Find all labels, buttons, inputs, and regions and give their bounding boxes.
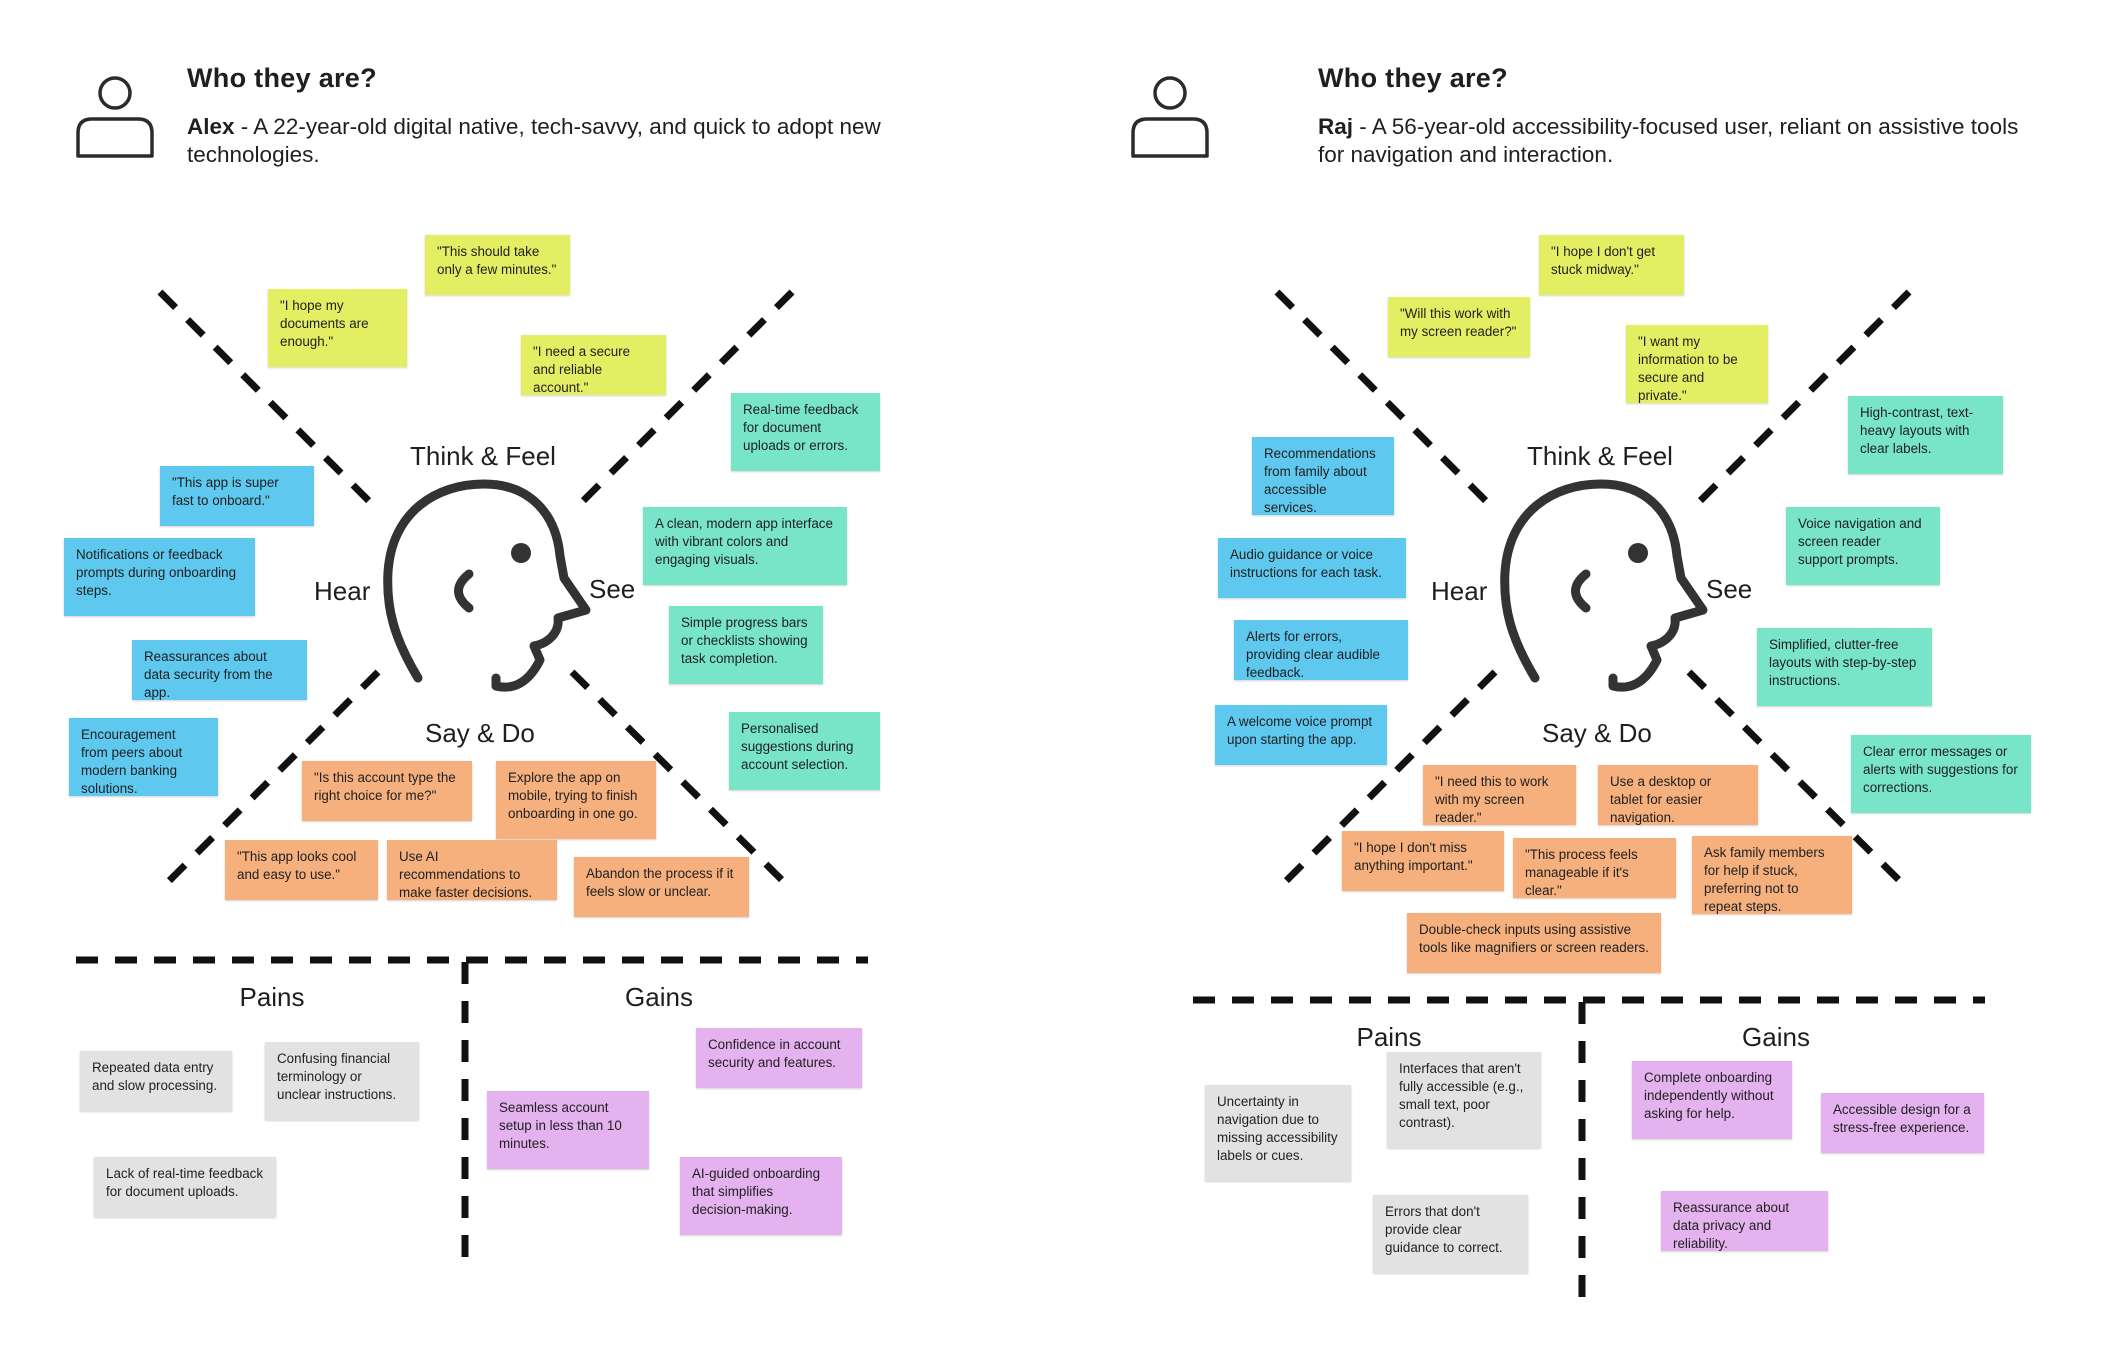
sticky-note-see: A clean, modern app interface with vibra… — [643, 507, 847, 585]
head-eye — [511, 543, 531, 563]
sticky-note-pain: Interfaces that aren't fully accessible … — [1387, 1052, 1541, 1148]
sticky-note-say-do: "Is this account type the right choice f… — [302, 761, 472, 821]
sticky-note-pain: Lack of real-time feedback for document … — [94, 1157, 276, 1217]
persona-summary: - A 56-year-old accessibility-focused us… — [1318, 114, 2019, 167]
label-think-feel: Think & Feel — [410, 441, 556, 471]
sticky-note-see: Personalised suggestions during account … — [729, 712, 880, 790]
sticky-note-say-do: Ask family members for help if stuck, pr… — [1692, 836, 1852, 914]
sticky-note-see: Simple progress bars or checklists showi… — [669, 606, 823, 684]
label-hear: Hear — [1431, 576, 1488, 606]
sticky-note-gain: Seamless account setup in less than 10 m… — [487, 1091, 649, 1169]
empathy-map-raj: Who they are? Raj - A 56-year-old access… — [1055, 0, 2110, 1366]
label-think-feel: Think & Feel — [1527, 441, 1673, 471]
user-avatar-icon — [1131, 76, 1209, 158]
sticky-note-say-do: "I need this to work with my screen read… — [1423, 765, 1576, 825]
sticky-note-gain: Confidence in account security and featu… — [696, 1028, 862, 1088]
persona-description: Alex - A 22-year-old digital native, tec… — [187, 113, 927, 169]
sticky-note-see: Clear error messages or alerts with sugg… — [1851, 735, 2031, 813]
label-say-do: Say & Do — [1542, 718, 1652, 748]
sticky-note-say-do: "This process feels manageable if it's c… — [1513, 838, 1676, 898]
sticky-note-pain: Uncertainty in navigation due to missing… — [1205, 1085, 1351, 1181]
label-gains: Gains — [1742, 1022, 1810, 1052]
sticky-note-think-feel: "I hope my documents are enough." — [268, 289, 407, 367]
sticky-note-hear: Reassurances about data security from th… — [132, 640, 307, 700]
sticky-note-pain: Repeated data entry and slow processing. — [80, 1051, 232, 1111]
who-they-are-title: Who they are? — [1318, 63, 1508, 93]
sticky-note-pain: Confusing financial terminology or uncle… — [265, 1042, 419, 1120]
label-see: See — [589, 574, 636, 604]
label-pains: Pains — [239, 982, 305, 1012]
sticky-note-gain: Complete onboarding independently withou… — [1632, 1061, 1792, 1139]
sticky-note-hear: Notifications or feedback prompts during… — [64, 538, 255, 616]
sticky-note-see: High-contrast, text-heavy layouts with c… — [1848, 396, 2003, 474]
label-gains: Gains — [625, 982, 693, 1012]
sticky-note-think-feel: "Will this work with my screen reader?" — [1388, 297, 1530, 357]
label-pains: Pains — [1356, 1022, 1422, 1052]
sticky-note-say-do: Double-check inputs using assistive tool… — [1407, 913, 1661, 973]
sticky-note-hear: Alerts for errors, providing clear audib… — [1234, 620, 1408, 680]
sticky-note-gain: Accessible design for a stress-free expe… — [1821, 1093, 1984, 1153]
empathy-map-alex: Who they are? Alex - A 22-year-old digit… — [64, 63, 927, 1265]
label-say-do: Say & Do — [425, 718, 535, 748]
sticky-note-say-do: Use a desktop or tablet for easier navig… — [1598, 765, 1758, 825]
head-icon — [1500, 479, 1708, 692]
sticky-note-see: Real-time feedback for document uploads … — [731, 393, 880, 471]
sticky-note-see: Simplified, clutter-free layouts with st… — [1757, 628, 1932, 706]
sticky-note-say-do: "This app looks cool and easy to use." — [225, 840, 378, 900]
sticky-note-hear: Encouragement from peers about modern ba… — [69, 718, 218, 796]
head-eye — [1628, 543, 1648, 563]
persona-name: Raj — [1318, 114, 1354, 139]
quadrant-guides — [1193, 289, 1985, 1305]
sticky-note-think-feel: "This should take only a few minutes." — [425, 235, 570, 295]
sticky-note-gain: AI-guided onboarding that simplifies dec… — [680, 1157, 842, 1235]
persona-summary: - A 22-year-old digital native, tech-sav… — [187, 114, 881, 167]
quadrant-guides — [76, 289, 868, 1265]
sticky-note-see: Voice navigation and screen reader suppo… — [1786, 507, 1940, 585]
label-see: See — [1706, 574, 1753, 604]
sticky-note-think-feel: "I need a secure and reliable account." — [521, 335, 666, 395]
sticky-note-hear: Recommendations from family about access… — [1252, 437, 1394, 515]
label-hear: Hear — [314, 576, 371, 606]
sticky-note-say-do: Use AI recommendations to make faster de… — [387, 840, 557, 900]
persona-name: Alex — [187, 114, 235, 139]
sticky-note-think-feel: "I want my information to be secure and … — [1626, 325, 1768, 403]
sticky-note-think-feel: "I hope I don't get stuck midway." — [1539, 235, 1684, 295]
head-icon — [383, 479, 591, 692]
sticky-note-say-do: Abandon the process if it feels slow or … — [574, 857, 749, 917]
who-they-are-title: Who they are? — [187, 63, 377, 93]
sticky-note-say-do: "I hope I don't miss anything important.… — [1342, 831, 1504, 891]
sticky-note-say-do: Explore the app on mobile, trying to fin… — [496, 761, 656, 839]
sticky-note-hear: Audio guidance or voice instructions for… — [1218, 538, 1406, 598]
sticky-note-gain: Reassurance about data privacy and relia… — [1661, 1191, 1828, 1251]
persona-description: Raj - A 56-year-old accessibility-focuse… — [1318, 113, 2048, 169]
sticky-note-pain: Errors that don't provide clear guidance… — [1373, 1195, 1528, 1273]
sticky-note-hear: "This app is super fast to onboard." — [160, 466, 314, 526]
sticky-note-hear: A welcome voice prompt upon starting the… — [1215, 705, 1387, 765]
user-avatar-icon — [76, 76, 154, 158]
